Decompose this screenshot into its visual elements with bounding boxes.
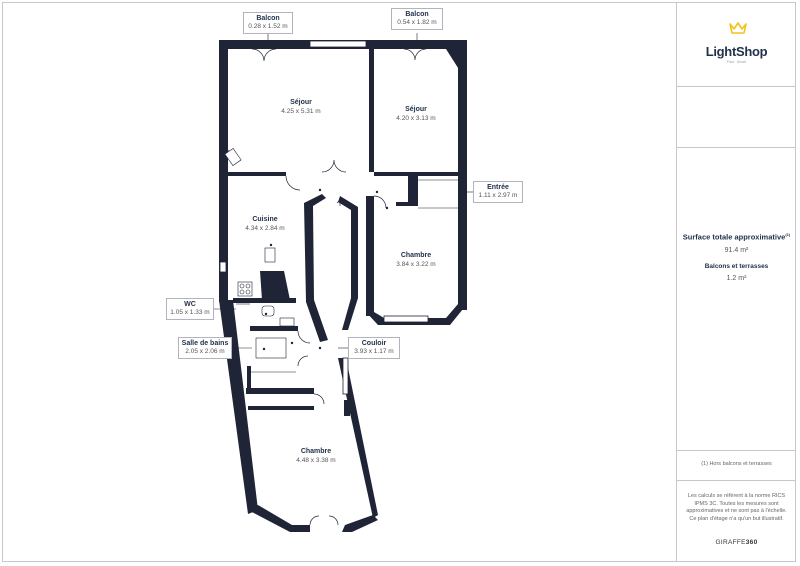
wall-entry-ledge <box>396 202 418 206</box>
room-name: Séjour <box>405 106 427 113</box>
callout-name: Salle de bains <box>181 340 229 347</box>
room-dims: 4.25 x 5.31 m <box>281 108 321 115</box>
wall-chambre2-right <box>338 358 378 518</box>
room-name: Chambre <box>400 252 432 259</box>
wall-chambre2-top <box>248 406 314 410</box>
floor-plan <box>214 33 474 532</box>
disclaimer: Les calculs se réfèrent à la norme RICS … <box>686 493 787 522</box>
wall-corridor-right <box>338 196 358 330</box>
room-dims: 4.48 x 3.38 m <box>296 457 336 464</box>
total-surface-value: 91.4 m² <box>724 246 749 254</box>
room-sejour-left: Séjour 4.25 x 5.31 m <box>281 99 320 115</box>
divider <box>677 480 796 481</box>
wall-right <box>458 40 467 310</box>
crown-logo-icon <box>729 22 747 34</box>
chimney-block <box>260 271 290 300</box>
callout-dims: 0.54 x 1.82 m <box>397 19 437 26</box>
callout-dims: 0.28 x 1.52 m <box>248 23 288 30</box>
callout-name: Couloir <box>361 340 387 347</box>
logo-name: LightShop <box>705 44 768 59</box>
wall-entry-top <box>374 172 458 176</box>
surface-summary: Surface totale approximative(1) 91.4 m² … <box>677 232 796 282</box>
credit-prefix: GIRAFFE <box>715 539 746 546</box>
wall-bath-mid <box>250 326 298 331</box>
balcony-surface-value: 1.2 m² <box>726 274 747 282</box>
callout-dims: 1.11 x 2.97 m <box>478 192 518 199</box>
wall-entry-stub <box>408 176 418 206</box>
wall-chambre2-bottom-r <box>342 515 378 532</box>
credit: GIRAFFE360 <box>677 539 796 546</box>
wall-corridor-block <box>344 400 350 416</box>
callout-dims: 1.05 x 1.33 m <box>170 309 210 316</box>
wall-sejour-divider <box>369 49 374 172</box>
wall-wc-top <box>233 298 296 303</box>
total-surface-label: Surface totale approximative(1) <box>682 232 791 242</box>
callout-name: Balcon <box>405 11 429 18</box>
room-chambre-right: Chambre 3.84 x 3.22 m <box>396 252 435 268</box>
room-name: Cuisine <box>252 216 278 223</box>
callout-name: Entrée <box>487 184 509 191</box>
divider <box>677 450 796 451</box>
wall-chambre2-bottom <box>248 505 310 532</box>
wall-corridor-left <box>304 194 328 342</box>
footnote: (1) Hors balcons et terrasses <box>701 461 772 467</box>
callout-dims: 2.05 x 2.06 m <box>185 348 225 355</box>
room-dims: 4.34 x 2.84 m <box>245 225 285 232</box>
wall-bath-bottom <box>246 388 314 394</box>
logo-tagline: Fast · Smart <box>726 60 747 64</box>
callout-name: Balcon <box>256 15 280 22</box>
room-name: Séjour <box>290 99 312 106</box>
callout-balcon-right: Balcon 0.54 x 1.82 m <box>391 8 443 30</box>
balcony-surface-label: Balcons et terrasses <box>704 262 769 270</box>
callout-name: WC <box>184 301 196 308</box>
callout-salle-de-bains: Salle de bains 2.05 x 2.06 m <box>178 337 232 359</box>
credit-suffix: 360 <box>745 539 758 546</box>
room-cuisine: Cuisine 4.34 x 2.84 m <box>245 216 284 232</box>
room-chambre-bottom: Chambre 4.48 x 3.38 m <box>296 448 335 464</box>
room-sejour-right: Séjour 4.20 x 3.13 m <box>396 106 435 122</box>
callout-wc: WC 1.05 x 1.33 m <box>166 298 214 320</box>
callout-entree: Entrée 1.11 x 2.97 m <box>473 181 523 203</box>
logo: LightShop Fast · Smart <box>677 2 796 87</box>
wall-kitchen-top <box>228 172 286 176</box>
room-name: Chambre <box>300 448 332 455</box>
callout-couloir: Couloir 3.93 x 1.17 m <box>348 337 400 359</box>
callout-dims: 3.93 x 1.17 m <box>354 348 394 355</box>
callout-balcon-left: Balcon 0.28 x 1.52 m <box>243 12 293 34</box>
room-dims: 3.84 x 3.22 m <box>396 261 436 268</box>
wall-bath-inner <box>247 366 251 392</box>
room-dims: 4.20 x 3.13 m <box>396 115 436 122</box>
sidebar: LightShop Fast · Smart Surface totale ap… <box>676 2 796 562</box>
divider <box>677 147 796 148</box>
wall-left-upper <box>219 40 228 302</box>
wall-chambre-left <box>366 196 374 316</box>
wall-corner-ne <box>446 49 467 82</box>
total-surface-footnote-ref: (1) <box>785 232 791 237</box>
